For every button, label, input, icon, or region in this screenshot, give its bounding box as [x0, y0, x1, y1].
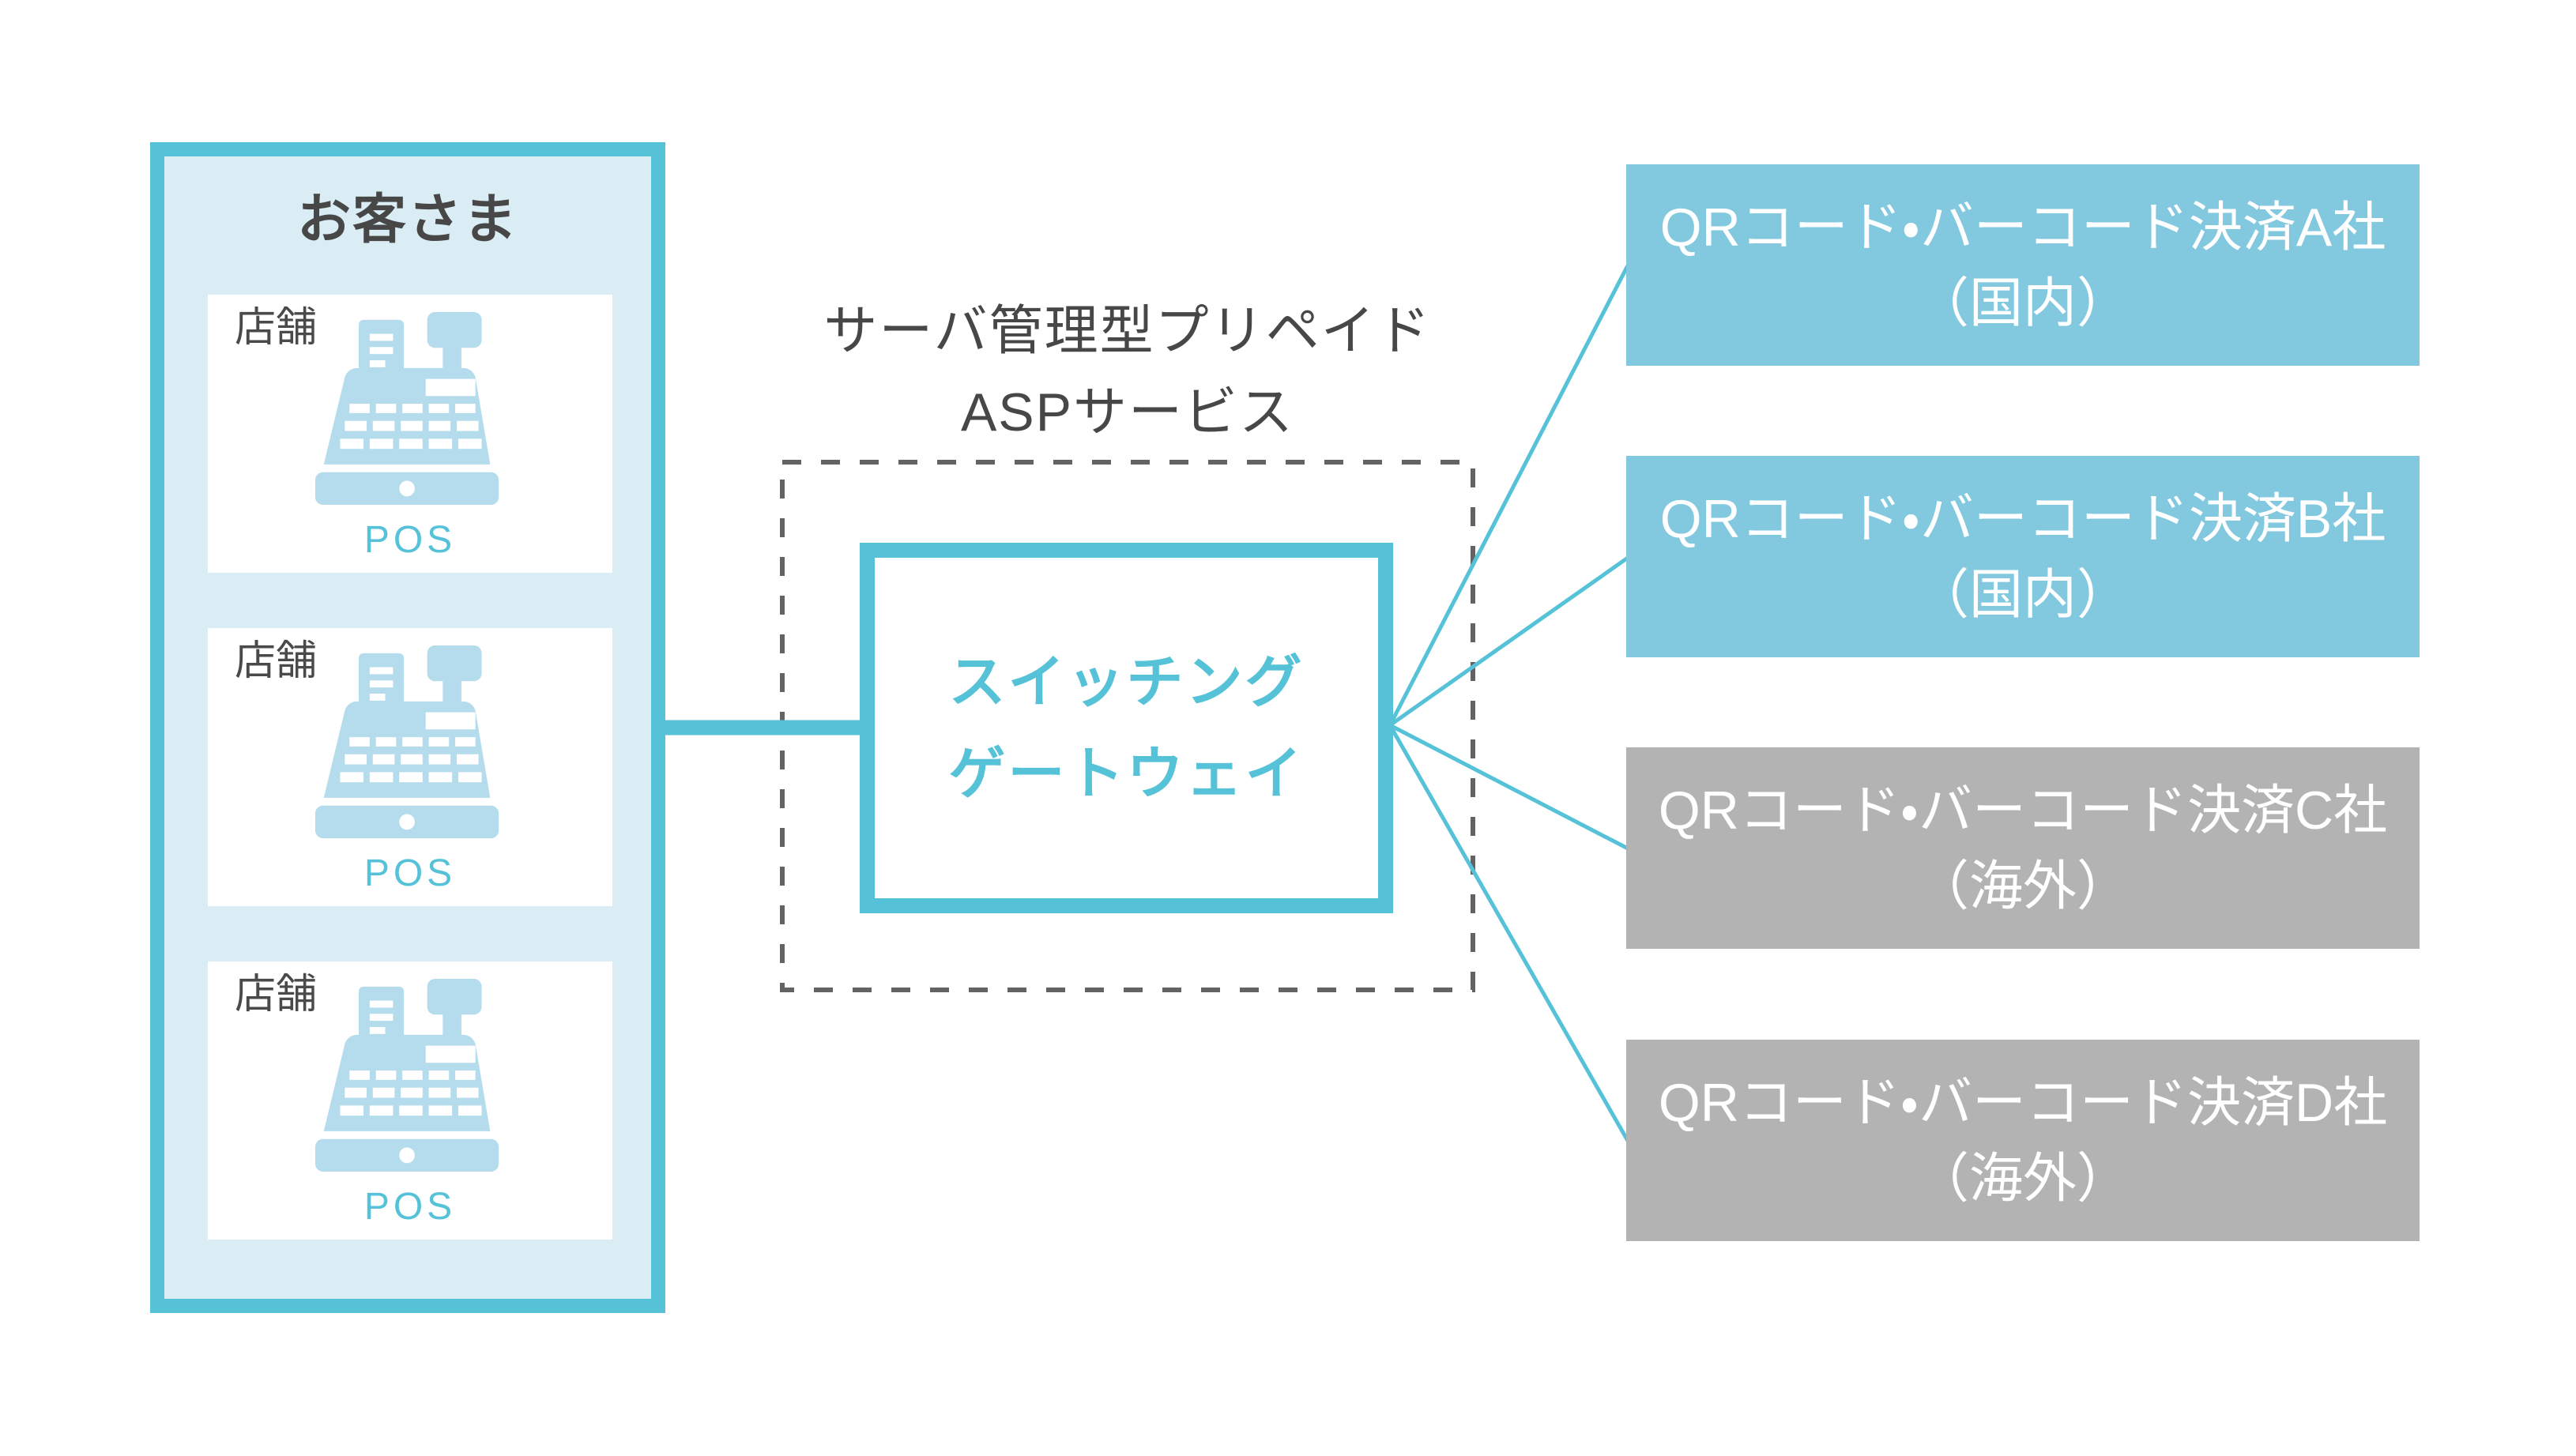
provider-name: QRコード・バーコード決済A社: [1659, 197, 2386, 258]
pos-register-icon: [314, 312, 499, 506]
store-label: 店舗: [235, 305, 318, 351]
provider-box-c: QRコード・バーコード決済C社 （海外）: [1626, 747, 2420, 949]
pos-label: POS: [363, 1186, 457, 1228]
gateway-label-line1: スイッチング: [948, 650, 1305, 714]
provider-name: QRコード・バーコード決済B社: [1659, 488, 2386, 549]
connector-gateway-provider-b: [1388, 555, 1629, 728]
pos-label: POS: [363, 852, 457, 895]
provider-name: QRコード・バーコード決済D社: [1658, 1072, 2388, 1133]
connector-gateway-provider-c: [1388, 723, 1629, 851]
store-card: 店舗 POS: [208, 628, 612, 906]
provider-box-d: QRコード・バーコード決済D社 （海外）: [1626, 1040, 2420, 1241]
switching-gateway-box: スイッチング ゲートウェイ: [860, 543, 1393, 913]
store-label: 店舗: [235, 638, 318, 684]
store-label: 店舗: [235, 972, 318, 1018]
pos-register-icon: [314, 979, 499, 1172]
customer-title: お客さま: [296, 190, 518, 250]
asp-service-label-line1: サーバ管理型プリペイド: [823, 301, 1432, 361]
store-card: 店舗 POS: [208, 961, 612, 1240]
provider-box-a: QRコード・バーコード決済A社 （国内）: [1626, 164, 2420, 366]
provider-box-b: QRコード・バーコード決済B社 （国内）: [1626, 456, 2420, 657]
connector-gateway-provider-d: [1388, 724, 1630, 1142]
store-card: 店舗 POS: [208, 295, 612, 573]
pos-register-icon: [314, 645, 499, 839]
provider-name: QRコード・バーコード決済C社: [1658, 780, 2388, 841]
asp-service-label: サーバ管理型プリペイド ASPサービス: [782, 291, 1473, 453]
gateway-label-line2: ゲートウェイ: [948, 742, 1305, 806]
asp-service-label-line2: ASPサービス: [960, 382, 1295, 442]
provider-region: （海外）: [1915, 1148, 2130, 1209]
provider-region: （海外）: [1915, 856, 2130, 916]
customer-group-box: お客さま 店舗 POS 店舗: [150, 142, 665, 1313]
pos-label: POS: [363, 519, 457, 562]
provider-region: （国内）: [1915, 273, 2130, 333]
provider-region: （国内）: [1915, 564, 2130, 625]
